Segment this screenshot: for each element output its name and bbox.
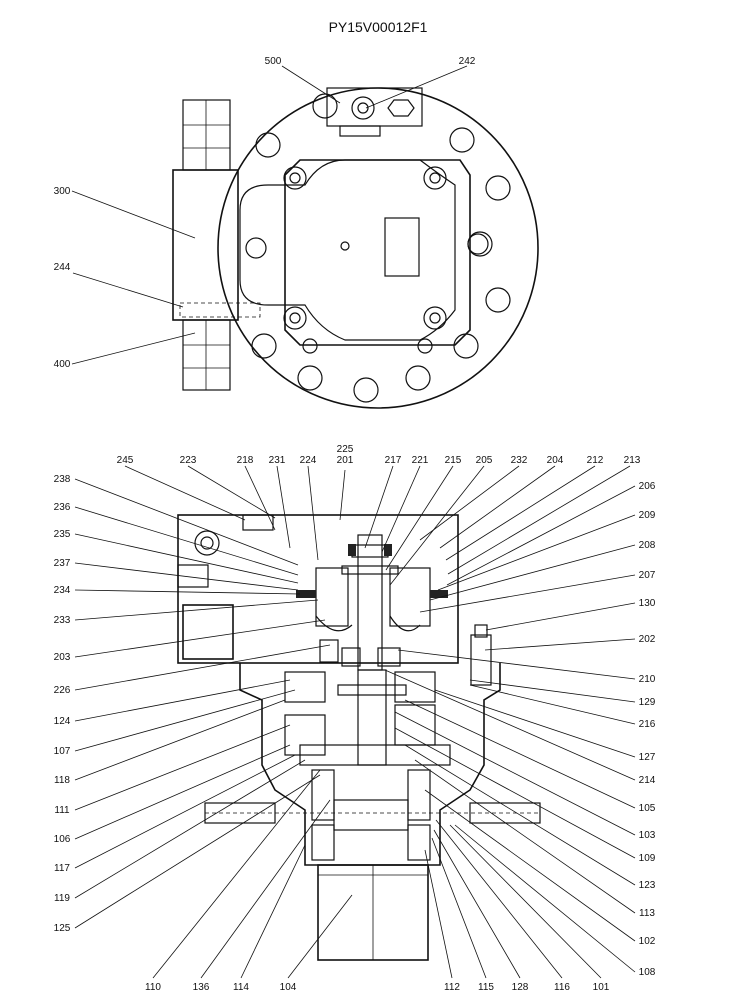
label-231: 231 <box>269 455 286 466</box>
label-204: 204 <box>547 455 564 466</box>
diagram-title: PY15V00012F1 <box>329 19 428 35</box>
label-207: 207 <box>639 570 656 581</box>
top-view <box>172 87 539 409</box>
label-206: 206 <box>639 481 656 492</box>
label-236: 236 <box>54 502 71 513</box>
label-130: 130 <box>639 598 656 609</box>
label-107: 107 <box>54 746 71 757</box>
label-117: 117 <box>54 863 70 874</box>
label-127: 127 <box>639 752 656 763</box>
label-102: 102 <box>639 936 656 947</box>
label-235: 235 <box>54 529 71 540</box>
label-232: 232 <box>511 455 528 466</box>
label-224: 224 <box>300 455 317 466</box>
hatched-seals <box>296 544 448 598</box>
label-214: 214 <box>639 775 656 786</box>
flange-bolt-holes <box>251 93 511 403</box>
label-105: 105 <box>639 803 656 814</box>
label-223: 223 <box>180 455 197 466</box>
label-245: 245 <box>117 455 134 466</box>
label-110: 110 <box>145 982 161 993</box>
label-213: 213 <box>624 455 641 466</box>
label-201: 201 <box>337 455 354 466</box>
label-112: 112 <box>444 982 460 993</box>
label-101: 101 <box>593 982 610 993</box>
label-115: 115 <box>478 982 494 993</box>
label-116: 116 <box>554 982 570 993</box>
label-123: 123 <box>639 880 656 891</box>
label-234: 234 <box>54 585 71 596</box>
label-125: 125 <box>54 923 71 934</box>
label-233: 233 <box>54 615 71 626</box>
label-119: 119 <box>54 893 70 904</box>
label-226: 226 <box>54 685 71 696</box>
label-216: 216 <box>639 719 656 730</box>
label-225: 225 <box>337 444 354 455</box>
label-210: 210 <box>639 674 656 685</box>
label-129: 129 <box>639 697 656 708</box>
label-500: 500 <box>265 56 282 67</box>
section-view <box>177 514 541 961</box>
label-237: 237 <box>54 558 71 569</box>
leader-lines <box>71 65 636 979</box>
label-104: 104 <box>280 982 297 993</box>
label-215: 215 <box>445 455 462 466</box>
label-113: 113 <box>639 908 655 919</box>
label-202: 202 <box>639 634 656 645</box>
label-244: 244 <box>54 262 71 273</box>
label-124: 124 <box>54 716 71 727</box>
label-118: 118 <box>54 775 70 786</box>
label-400: 400 <box>54 359 71 370</box>
label-103: 103 <box>639 830 656 841</box>
housing-bolts <box>283 166 447 354</box>
label-108: 108 <box>639 967 656 978</box>
label-109: 109 <box>639 853 656 864</box>
label-218: 218 <box>237 455 254 466</box>
label-238: 238 <box>54 474 71 485</box>
label-242: 242 <box>459 56 476 67</box>
label-106: 106 <box>54 834 71 845</box>
label-128: 128 <box>512 982 529 993</box>
label-208: 208 <box>639 540 656 551</box>
label-209: 209 <box>639 510 656 521</box>
label-205: 205 <box>476 455 493 466</box>
label-114: 114 <box>233 982 249 993</box>
label-136: 136 <box>193 982 210 993</box>
label-221: 221 <box>412 455 429 466</box>
label-111: 111 <box>54 805 70 816</box>
label-217: 217 <box>385 455 402 466</box>
label-203: 203 <box>54 652 71 663</box>
label-300: 300 <box>54 186 71 197</box>
label-212: 212 <box>587 455 604 466</box>
part-labels: 500 242 300 244 400 245 223 218 231 224 … <box>54 56 656 993</box>
